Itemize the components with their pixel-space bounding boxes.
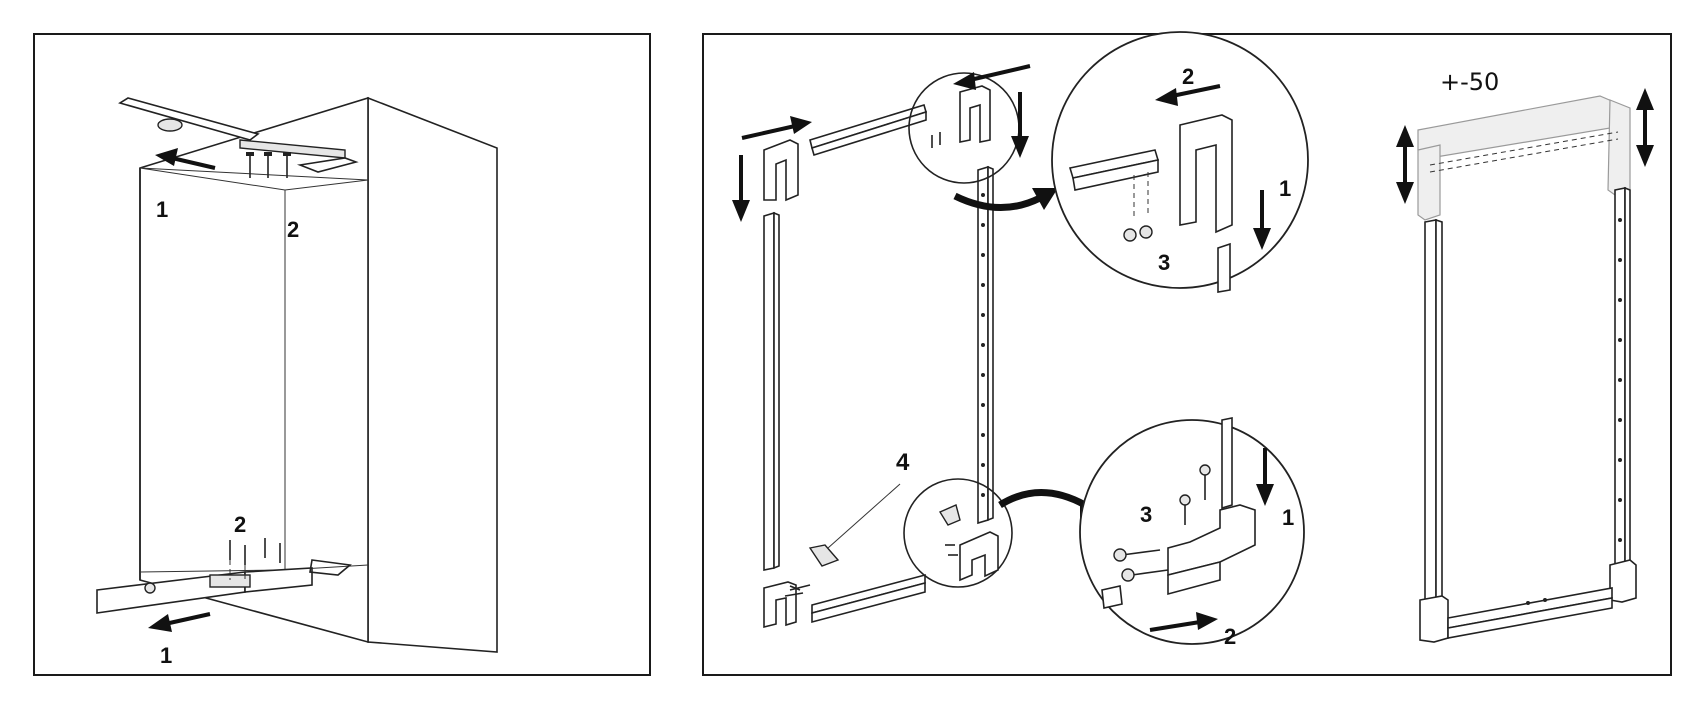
top-joint-down-arrow bbox=[1011, 92, 1029, 158]
label-step-1-bottom: 1 bbox=[160, 643, 172, 668]
bottom-bar bbox=[784, 573, 926, 624]
label-step-1-top: 1 bbox=[156, 197, 168, 222]
label-top-detail-3: 3 bbox=[1158, 250, 1170, 275]
bottom-joint-circle bbox=[903, 478, 1013, 588]
bottom-screws bbox=[229, 538, 281, 582]
label-bottom-detail-3: 3 bbox=[1140, 502, 1152, 527]
top-screws bbox=[246, 152, 291, 178]
bottom-detail-circle bbox=[1079, 417, 1305, 645]
adjust-arrow-right bbox=[1636, 88, 1654, 167]
top-left-arrow bbox=[155, 148, 216, 170]
right-upright bbox=[977, 165, 994, 525]
assembled-frame bbox=[1417, 95, 1637, 643]
top-rail bbox=[118, 97, 359, 173]
label-step-2-top: 2 bbox=[287, 217, 299, 242]
label-bottom-detail-2: 2 bbox=[1224, 624, 1236, 649]
bottom-detail-right-arrow bbox=[1149, 612, 1218, 632]
top-bar bbox=[809, 103, 927, 157]
label-bracket-4: 4 bbox=[896, 449, 910, 476]
bottom-left-arrow bbox=[148, 612, 211, 632]
left-top-corner bbox=[763, 139, 799, 202]
top-joint-circle bbox=[908, 72, 1020, 184]
bracket-leader-line bbox=[827, 483, 901, 549]
cabinet bbox=[139, 96, 498, 653]
top-detail-left-arrow bbox=[1155, 84, 1221, 106]
left-upright bbox=[763, 211, 780, 571]
label-bottom-detail-1: 1 bbox=[1282, 505, 1294, 530]
top-bar-right-arrow bbox=[741, 116, 812, 140]
label-top-detail-1: 1 bbox=[1279, 176, 1291, 201]
top-detail-circle bbox=[1051, 31, 1309, 293]
bottom-rail bbox=[96, 559, 352, 614]
top-detail-down-arrow bbox=[1253, 190, 1271, 250]
top-joint-left-arrow bbox=[953, 64, 1031, 90]
label-top-detail-2: 2 bbox=[1182, 64, 1194, 89]
left-down-arrow bbox=[732, 155, 750, 222]
height-adjustment-label: +-50 bbox=[1440, 68, 1499, 96]
bottom-detail-down-arrow bbox=[1256, 448, 1274, 506]
bracket-4 bbox=[808, 544, 840, 567]
curved-arrow-top bbox=[953, 188, 1058, 211]
label-step-2-bottom: 2 bbox=[234, 512, 246, 537]
adjust-arrow-left bbox=[1396, 125, 1414, 204]
